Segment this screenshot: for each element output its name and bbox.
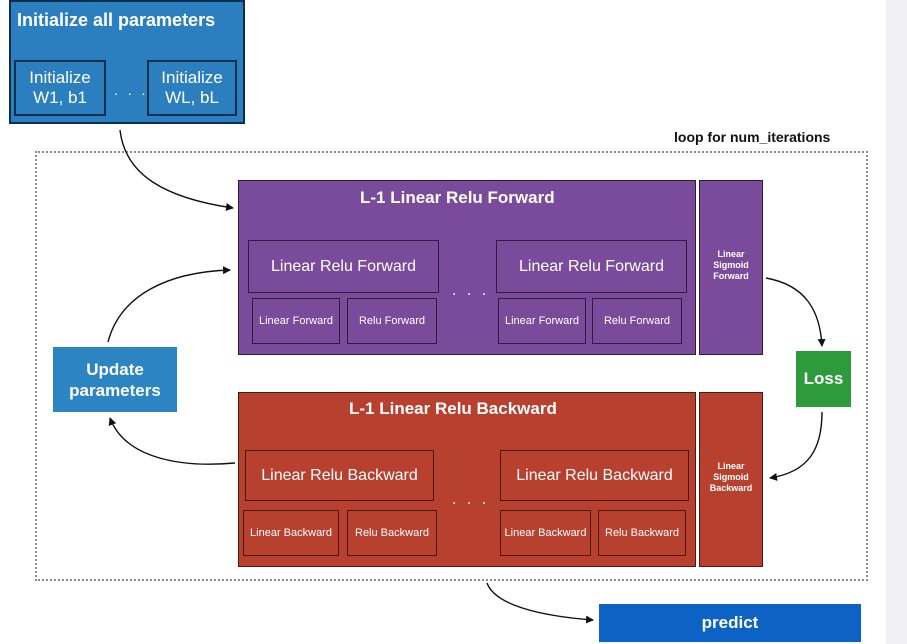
- backward-relu-block-last: Linear Relu Backward: [500, 450, 689, 501]
- sigmoid-backward-line1: Linear: [717, 461, 745, 471]
- forward-relu-block-first-label: Linear Relu Forward: [271, 257, 416, 275]
- backward-to-update-arrow: [108, 417, 236, 465]
- loss-to-sigmoid-backward-arrow: [769, 411, 823, 481]
- loss-box: Loss: [796, 351, 851, 407]
- forward-relu-block-first: Linear Relu Forward: [248, 240, 439, 293]
- sigmoid-backward-line3: Backward: [709, 483, 753, 493]
- initialize-w1-b1-box: Initialize W1, b1: [14, 60, 106, 116]
- linear-sigmoid-backward-box: Linear Sigmoid Backward: [699, 392, 763, 567]
- forward-relu-block-last-label: Linear Relu Forward: [519, 257, 664, 275]
- forward-relu-first: Relu Forward: [347, 298, 437, 344]
- backward-relu-last: Relu Backward: [598, 510, 686, 556]
- predict-label: predict: [701, 613, 759, 632]
- update-line1: Update: [86, 359, 144, 379]
- backward-relu-block-last-label: Linear Relu Backward: [516, 466, 673, 484]
- linear-sigmoid-forward-box: Linear Sigmoid Forward: [699, 180, 763, 355]
- init-to-forward-arrow: [119, 129, 234, 211]
- forward-block: L-1 Linear Relu Forward Linear Relu Forw…: [238, 180, 696, 355]
- backward-title: L-1 Linear Relu Backward: [349, 399, 557, 418]
- backward-relu-first: Relu Backward: [347, 510, 437, 556]
- initialize-wl-line1: Initialize: [161, 68, 223, 87]
- sigmoid-forward-to-loss-arrow: [765, 277, 826, 347]
- forward-linear-last: Linear Forward: [498, 298, 586, 344]
- update-line2: parameters: [69, 380, 161, 400]
- forward-title: L-1 Linear Relu Forward: [360, 188, 555, 207]
- forward-linear-first: Linear Forward: [252, 298, 340, 344]
- sigmoid-backward-label: Linear Sigmoid Backward: [700, 461, 762, 494]
- initialize-w1-line2: W1, b1: [33, 88, 87, 107]
- predict-box: predict: [599, 604, 861, 642]
- side-strip: [886, 0, 907, 644]
- sigmoid-backward-line2: Sigmoid: [713, 472, 749, 482]
- backward-linear-first-label: Linear Backward: [250, 527, 332, 539]
- backward-ellipsis: . . .: [452, 491, 490, 508]
- backward-linear-last-label: Linear Backward: [504, 527, 587, 539]
- sigmoid-forward-label: Linear Sigmoid Forward: [700, 249, 762, 282]
- sigmoid-forward-line3: Forward: [713, 271, 749, 281]
- forward-linear-last-label: Linear Forward: [505, 315, 579, 327]
- backward-relu-first-label: Relu Backward: [355, 527, 429, 539]
- forward-relu-block-last: Linear Relu Forward: [496, 240, 687, 293]
- loop-label: loop for num_iterations: [674, 129, 831, 145]
- initialize-wl-bl-box: Initialize WL, bL: [147, 60, 237, 116]
- loop-to-predict-arrow: [486, 582, 594, 624]
- backward-relu-block-first: Linear Relu Backward: [245, 450, 434, 501]
- sigmoid-forward-line2: Sigmoid: [713, 260, 749, 270]
- forward-relu-last: Relu Forward: [592, 298, 682, 344]
- backward-linear-first: Linear Backward: [243, 510, 339, 556]
- initialize-wl-line2: WL, bL: [165, 88, 219, 107]
- loss-label: Loss: [803, 369, 844, 388]
- forward-linear-first-label: Linear Forward: [259, 315, 333, 327]
- initialize-title: Initialize all parameters: [17, 10, 216, 30]
- loop-frame: [35, 151, 868, 581]
- initialize-ellipsis: . . .: [114, 82, 149, 98]
- forward-relu-last-label: Relu Forward: [603, 315, 671, 327]
- initialize-w1-line1: Initialize: [29, 68, 91, 87]
- forward-ellipsis: . . .: [452, 282, 490, 299]
- backward-relu-last-label: Relu Backward: [605, 527, 679, 539]
- sigmoid-forward-line1: Linear: [717, 249, 745, 259]
- backward-block: L-1 Linear Relu Backward Linear Relu Bac…: [238, 392, 696, 567]
- update-parameters-box: Update parameters: [53, 347, 177, 412]
- backward-linear-last: Linear Backward: [500, 510, 591, 556]
- update-to-forward-arrow: [107, 266, 231, 343]
- backward-relu-block-first-label: Linear Relu Backward: [261, 466, 418, 484]
- initialize-parameters-box: Initialize all parameters Initialize W1,…: [9, 0, 245, 124]
- forward-relu-first-label: Relu Forward: [358, 315, 426, 327]
